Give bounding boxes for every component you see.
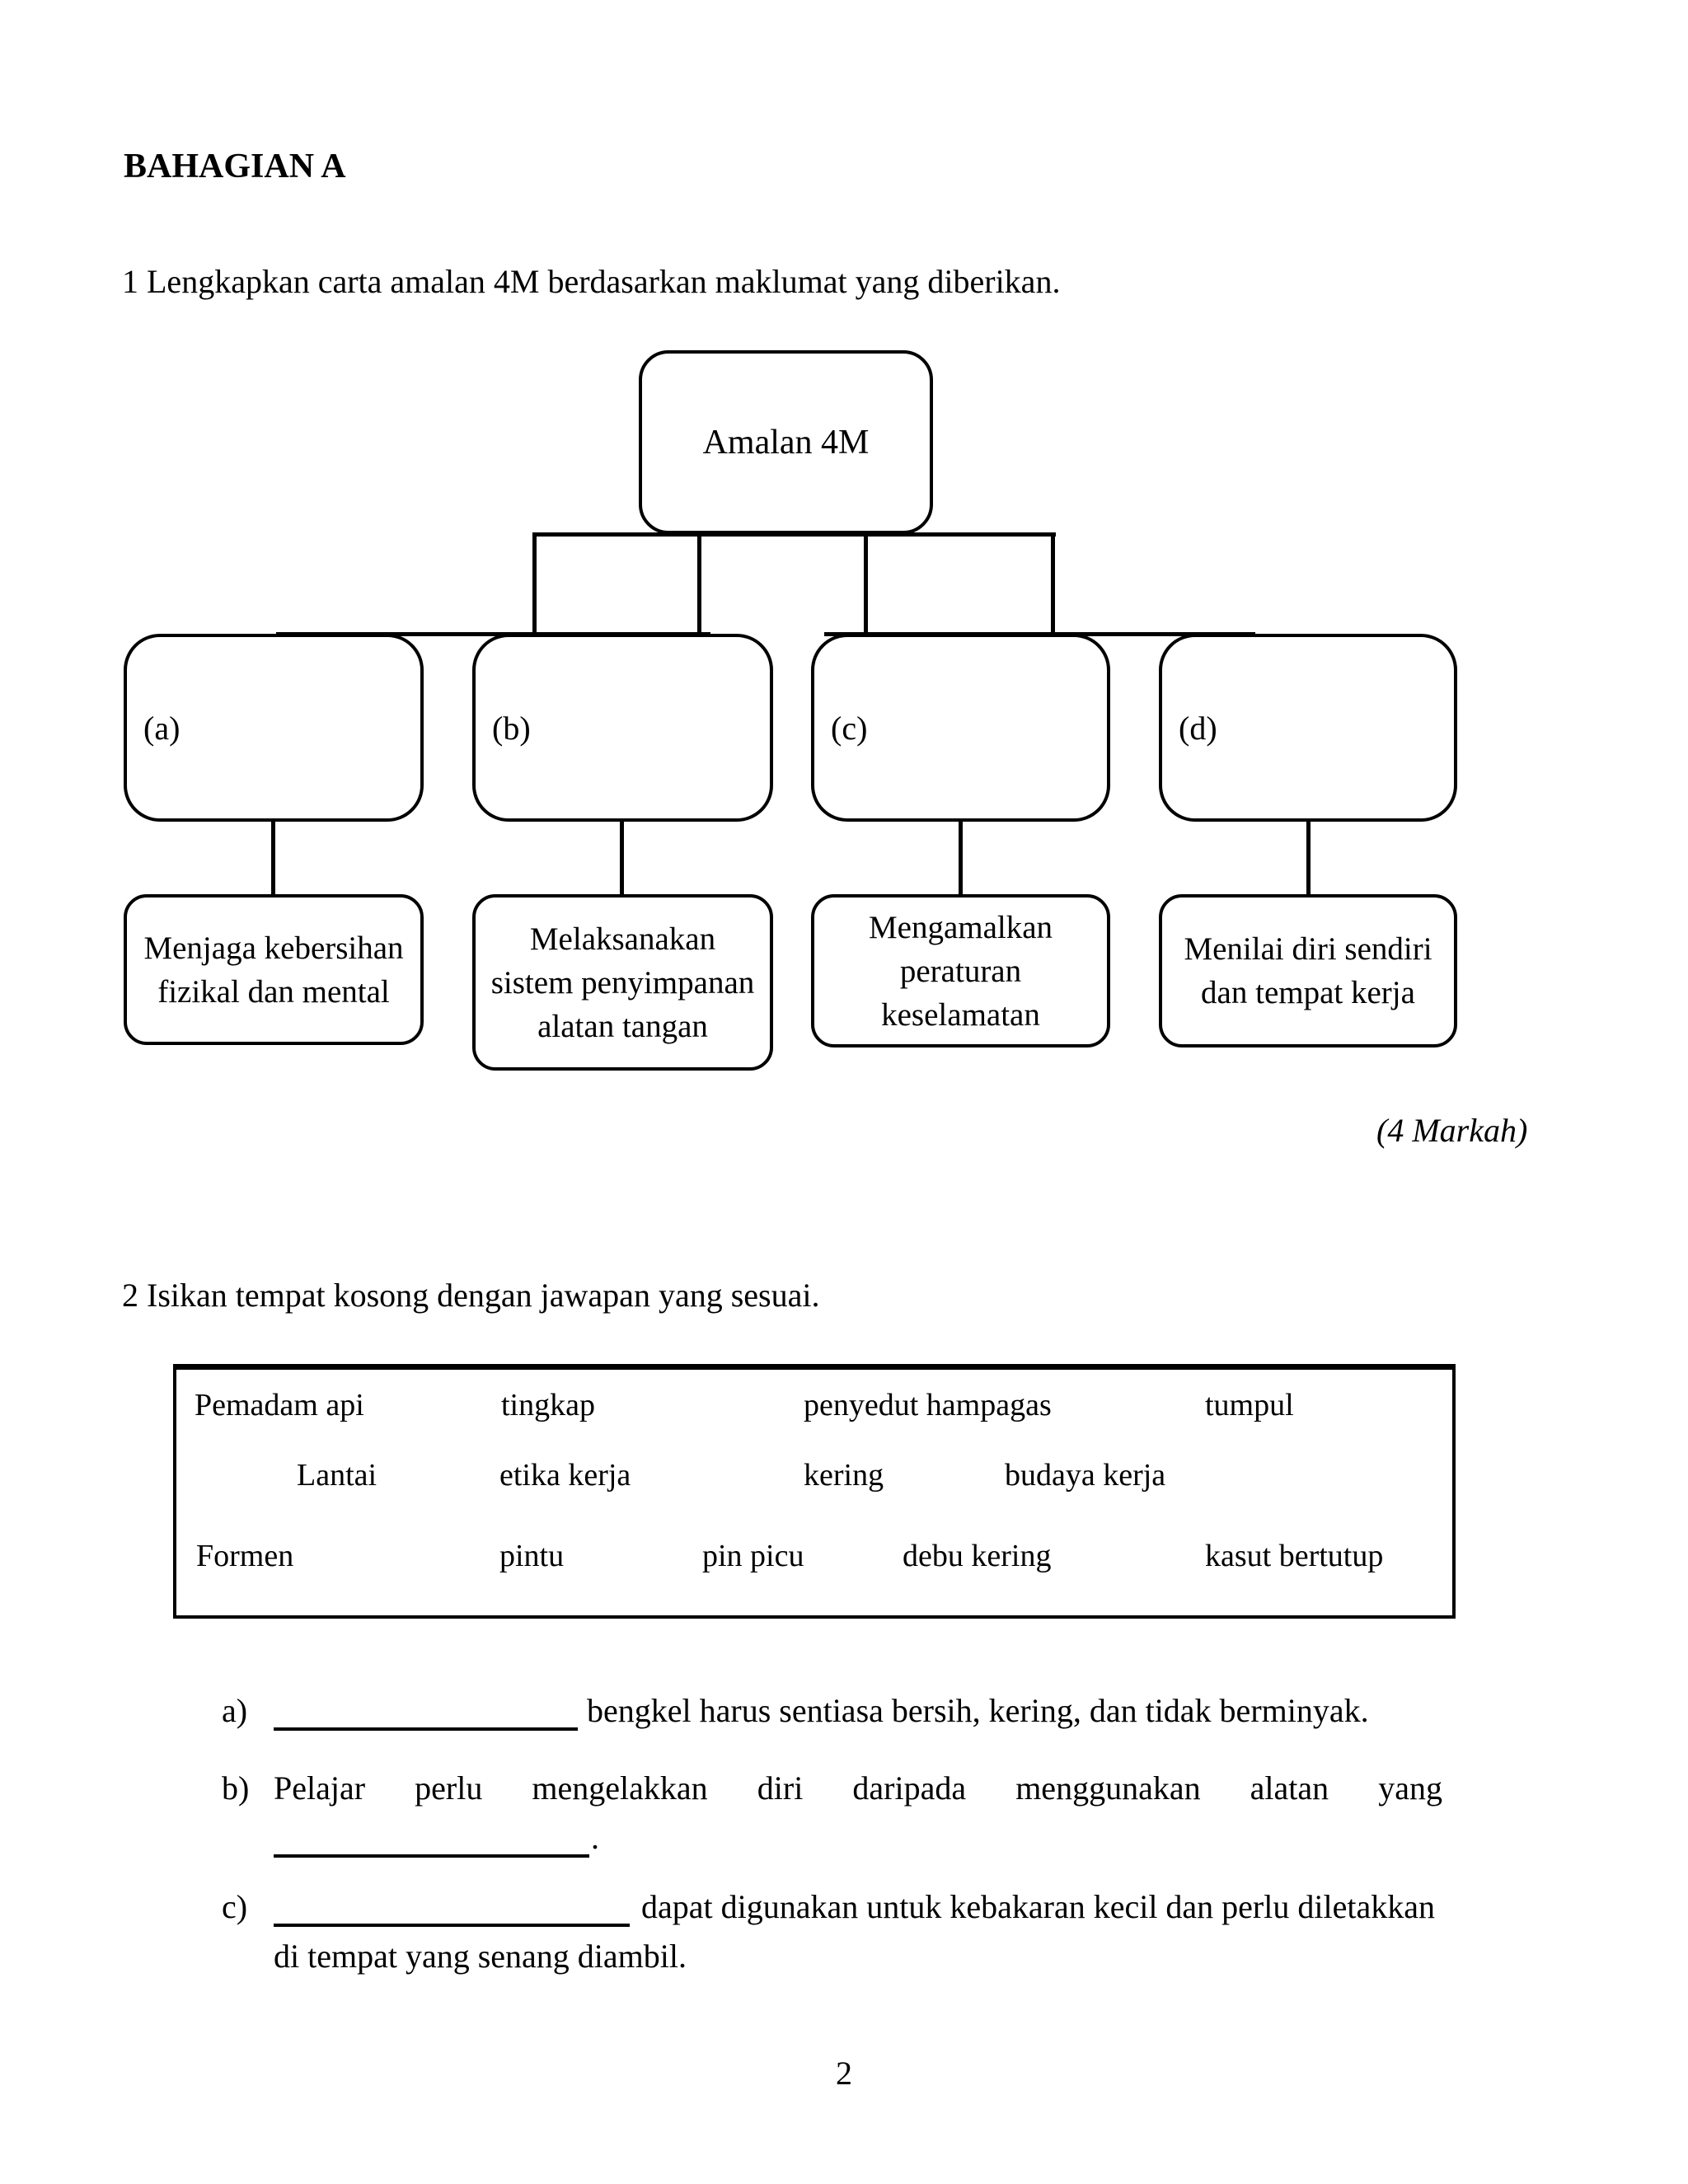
answer-box-line: alatan tangan (537, 1008, 708, 1044)
chart-answer-box-2: Melaksanakan sistem penyimpanan alatan t… (472, 894, 773, 1071)
chart-root-box: Amalan 4M (639, 350, 933, 534)
chart-answer-box-3: Mengamalkan peraturan keselamatan (811, 894, 1110, 1047)
answer-box-line: Melaksanakan (529, 921, 716, 957)
item-c-answer-blank (274, 1887, 630, 1927)
question-1-prompt: 1 Lengkapkan carta amalan 4M berdasarkan… (122, 263, 1061, 300)
chart-blank-box-d: (d) (1159, 634, 1457, 822)
word-bank-item: Pemadam api (195, 1388, 364, 1422)
connector-line (271, 820, 275, 896)
connector-line (276, 632, 710, 636)
item-c-text: dapat digunakan untuk kebakaran kecil da… (641, 1888, 1435, 1925)
amalan-4m-chart: Amalan 4M (a) (b) (c) (d) Menjaga kebers… (124, 350, 1457, 1071)
item-a-text: bengkel harus sentiasa bersih, kering, d… (587, 1692, 1369, 1729)
word-bank-item: budaya kerja (1005, 1458, 1166, 1493)
word-bank-item: kasut bertutup (1205, 1539, 1384, 1573)
question-2-prompt: 2 Isikan tempat kosong dengan jawapan ya… (122, 1277, 820, 1314)
word-bank-item: penyedut hampagas (804, 1388, 1052, 1422)
item-a-answer-blank (274, 1691, 578, 1731)
answer-box-line: Menilai diri sendiri (1184, 931, 1432, 967)
chart-blank-box-a: (a) (124, 634, 424, 822)
answer-box-line: Menjaga kebersihan (143, 930, 404, 966)
answer-box-line: Mengamalkan (868, 909, 1053, 945)
connector-line (534, 532, 1056, 537)
item-c-label: c) (222, 1888, 248, 1925)
item-b-answer-blank (274, 1818, 589, 1858)
word-bank-item: debu kering (903, 1539, 1052, 1573)
answer-box-line: dan tempat kerja (1201, 975, 1415, 1010)
item-b-label: b) (222, 1769, 250, 1807)
page-number: 2 (836, 2055, 852, 2092)
word-bank-item: Lantai (297, 1458, 377, 1493)
word-bank-item: kering (804, 1458, 884, 1493)
chart-blank-label-c: (c) (831, 709, 868, 747)
connector-line (864, 532, 868, 635)
answer-box-line: sistem penyimpanan (490, 964, 755, 1001)
chart-answer-box-1: Menjaga kebersihan fizikal dan mental (124, 894, 424, 1045)
answer-box-line: keselamatan (881, 996, 1040, 1033)
chart-blank-label-a: (a) (143, 709, 181, 747)
connector-line (697, 532, 701, 635)
word-bank-item: pintu (499, 1539, 565, 1573)
word-bank-item: Formen (196, 1539, 294, 1573)
item-a-label: a) (222, 1692, 248, 1729)
word-bank: Pemadam api tingkap penyedut hampagas tu… (173, 1364, 1456, 1619)
chart-blank-label-d: (d) (1179, 709, 1217, 747)
chart-blank-box-c: (c) (811, 634, 1110, 822)
item-c-line2: di tempat yang senang diambil. (274, 1938, 687, 1975)
section-heading: BAHAGIAN A (124, 148, 346, 185)
connector-line (1306, 820, 1311, 896)
word-bank-item: tingkap (501, 1388, 595, 1422)
word-bank-item: tumpul (1205, 1388, 1294, 1422)
word-bank-item: etika kerja (499, 1458, 631, 1493)
word-bank-item: pin picu (702, 1539, 804, 1573)
chart-blank-label-b: (b) (492, 709, 531, 747)
connector-line (532, 532, 537, 635)
answer-box-line: peraturan (899, 953, 1022, 989)
connector-line (959, 820, 963, 896)
question-1-marks: (4 Markah) (1376, 1112, 1528, 1149)
connector-line (1051, 532, 1055, 635)
item-b-line1: Pelajar perlu mengelakkan diri daripada … (274, 1769, 1442, 1807)
chart-answer-box-4: Menilai diri sendiri dan tempat kerja (1159, 894, 1457, 1047)
connector-line (620, 820, 624, 896)
item-b-period: . (591, 1819, 599, 1856)
chart-blank-box-b: (b) (472, 634, 773, 822)
answer-box-line: fizikal dan mental (157, 973, 390, 1010)
chart-root-label: Amalan 4M (702, 423, 870, 462)
